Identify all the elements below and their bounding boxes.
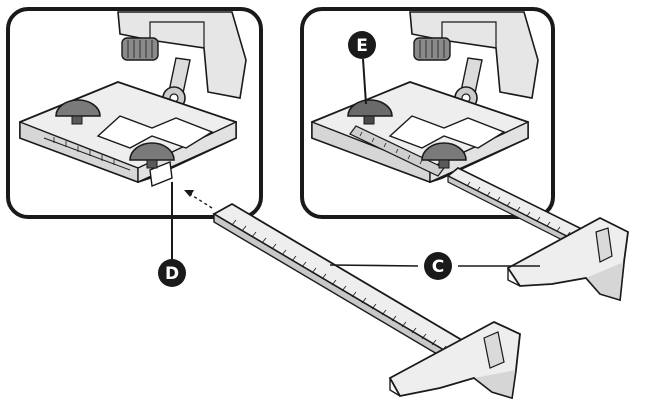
leader-line-e [362,58,367,105]
right-front-knob [421,142,467,169]
leader-line-c-left [329,264,419,267]
right-rear-knob [347,99,393,125]
insertion-arrow [184,190,213,209]
callout-d: D [158,259,186,287]
svg-text:D: D [165,264,179,284]
svg-text:E: E [356,36,368,56]
callout-c: C [424,252,452,280]
right-guide-scale [466,181,571,237]
svg-text:C: C [432,257,444,277]
left-front-knob [129,142,175,169]
right-parallel-guide [446,167,629,302]
main-guide-scale [231,219,447,352]
left-rear-knob [55,99,101,125]
right-inset-panel [300,7,555,219]
main-parallel-guide [212,202,521,400]
left-inset-panel [6,7,263,219]
callout-e: E [348,31,376,59]
